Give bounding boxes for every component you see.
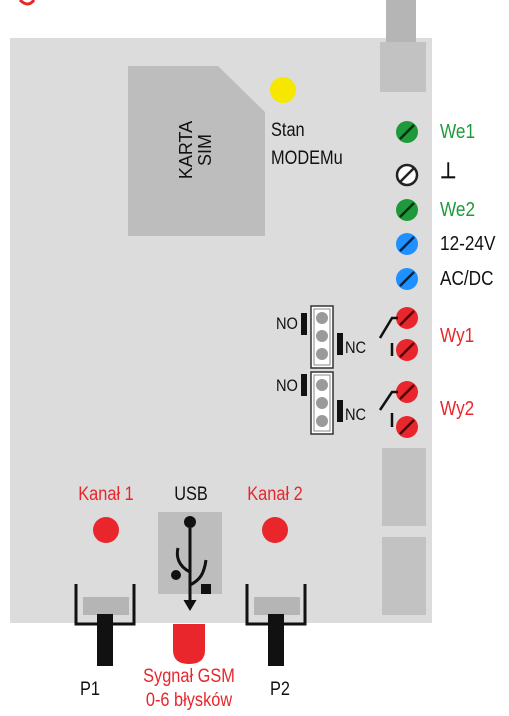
terminal-label-ground: ⊥ [440, 158, 457, 183]
sim-card [128, 66, 265, 236]
relay-1-contacts [378, 316, 398, 356]
gsm-signal-label-line2: 0-6 błysków [145, 690, 233, 711]
terminal-wy2-a [396, 381, 418, 403]
top-edge-fragment [18, 0, 36, 6]
relay-2-contacts [378, 390, 398, 427]
button-p1[interactable] [74, 584, 136, 666]
terminal-wy1-a [396, 307, 418, 329]
channel-1-label: Kanał 1 [78, 484, 134, 505]
jumper-1 [301, 305, 343, 369]
button-p1-label: P1 [80, 679, 100, 700]
terminal-label-power-line2: AC/DC [440, 268, 494, 290]
terminal-wy2-b [396, 416, 418, 438]
terminal-we2 [396, 199, 418, 221]
button-p2[interactable] [245, 584, 307, 666]
gsm-signal-label-line1: Sygnał GSM [143, 666, 235, 687]
channel-2-led [262, 517, 288, 543]
modem-status-led [270, 77, 296, 103]
antenna-connector [380, 42, 426, 92]
terminal-label-we1: We1 [440, 121, 476, 143]
terminal-label-power-line1: 12-24V [440, 233, 496, 255]
relay-1-nc-label: NC [345, 338, 367, 357]
terminal-power-2 [396, 268, 418, 290]
channel-1-led [93, 517, 119, 543]
sim-card-label-line2: SIM [195, 133, 215, 167]
usb-icon [171, 516, 211, 611]
usb-label: USB [174, 484, 208, 505]
right-connector-block-2 [382, 537, 426, 615]
terminal-power-1 [396, 233, 418, 255]
gsm-signal-led [173, 624, 205, 664]
terminal-we1 [396, 121, 418, 143]
modem-status-label-line1: Stan [271, 120, 305, 141]
relay-2-no-label: NO [276, 376, 298, 395]
right-connector-block-1 [382, 448, 426, 526]
terminal-label-wy2: Wy2 [440, 398, 475, 420]
terminal-label-wy1: Wy1 [440, 325, 475, 347]
relay-2-nc-label: NC [345, 405, 367, 424]
antenna-connector-stub [386, 0, 416, 42]
terminal-ground [395, 163, 419, 187]
jumper-2 [301, 371, 343, 435]
terminal-label-we2: We2 [440, 199, 476, 221]
relay-1-no-label: NO [276, 314, 298, 333]
channel-2-label: Kanał 2 [247, 484, 303, 505]
sim-card-label-line1: KARTA [176, 120, 196, 180]
modem-status-label-line2: MODEMu [271, 148, 343, 169]
terminal-wy1-b [396, 339, 418, 361]
sim-card-label: KARTA SIM [176, 120, 215, 180]
button-p2-label: P2 [270, 679, 290, 700]
